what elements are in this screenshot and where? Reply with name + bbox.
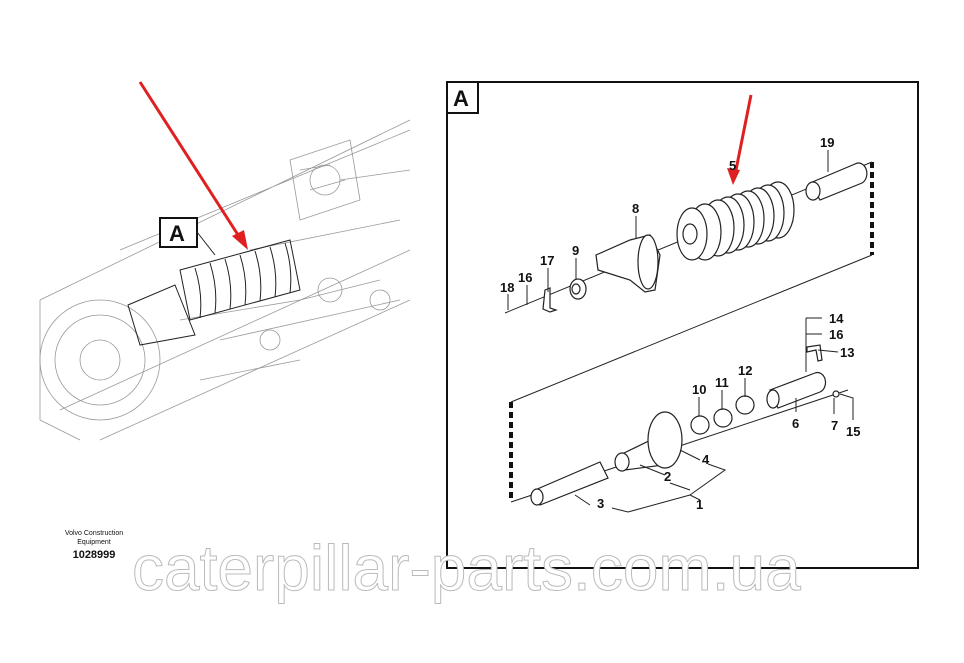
- part-9-bearing: [569, 278, 587, 300]
- callout-7: 7: [831, 418, 838, 433]
- caption-line1: Volvo Construction: [65, 530, 123, 537]
- part-5-spring: [676, 181, 795, 261]
- part-6-pin: [766, 371, 827, 409]
- callout-12: 12: [738, 363, 752, 378]
- undercarriage-overview-drawing: [39, 119, 411, 441]
- part-2-4-hub: [614, 411, 683, 472]
- callout-13: 13: [840, 345, 854, 360]
- callout-6: 6: [792, 416, 799, 431]
- part-17-clip: [542, 287, 558, 313]
- part-11-ring: [713, 408, 733, 428]
- callout-16: 16: [518, 270, 532, 285]
- caption-part-number: 1028999: [73, 549, 116, 561]
- callout-11: 11: [715, 375, 729, 390]
- callout-14: 14: [829, 311, 844, 326]
- overview-spring: [127, 239, 301, 346]
- detail-view-marker-label: A: [453, 86, 469, 111]
- callout-1: 1: [696, 497, 703, 512]
- callout-15: 15: [846, 424, 860, 439]
- callout-8: 8: [632, 201, 639, 216]
- callout-16: 16: [829, 327, 843, 342]
- caption-line2: Equipment: [77, 539, 111, 546]
- part-12-ring: [735, 395, 755, 415]
- watermark: caterpillar-parts.com.ua: [132, 532, 801, 604]
- part-3-shaft: [530, 461, 609, 506]
- callout-9: 9: [572, 243, 579, 258]
- part-19-tube: [805, 162, 868, 201]
- callout-17: 17: [540, 253, 554, 268]
- red-arrow-icon: [727, 94, 753, 185]
- callout-2: 2: [664, 469, 671, 484]
- callout-10: 10: [692, 382, 706, 397]
- callout-3: 3: [597, 496, 604, 511]
- detail-view-frame: [446, 81, 919, 569]
- part-10-ring: [690, 415, 710, 435]
- callout-18: 18: [500, 280, 514, 295]
- part-13-plate: [806, 344, 823, 362]
- view-a-marker-label: A: [169, 221, 185, 246]
- part-8-bracket: [595, 234, 661, 293]
- callout-4: 4: [702, 452, 710, 467]
- part-7-nut: [832, 390, 840, 398]
- callout-5: 5: [729, 158, 736, 173]
- detail-view-marker-box: [446, 81, 479, 114]
- callout-19: 19: [820, 135, 834, 150]
- red-arrow-icon: [138, 81, 248, 250]
